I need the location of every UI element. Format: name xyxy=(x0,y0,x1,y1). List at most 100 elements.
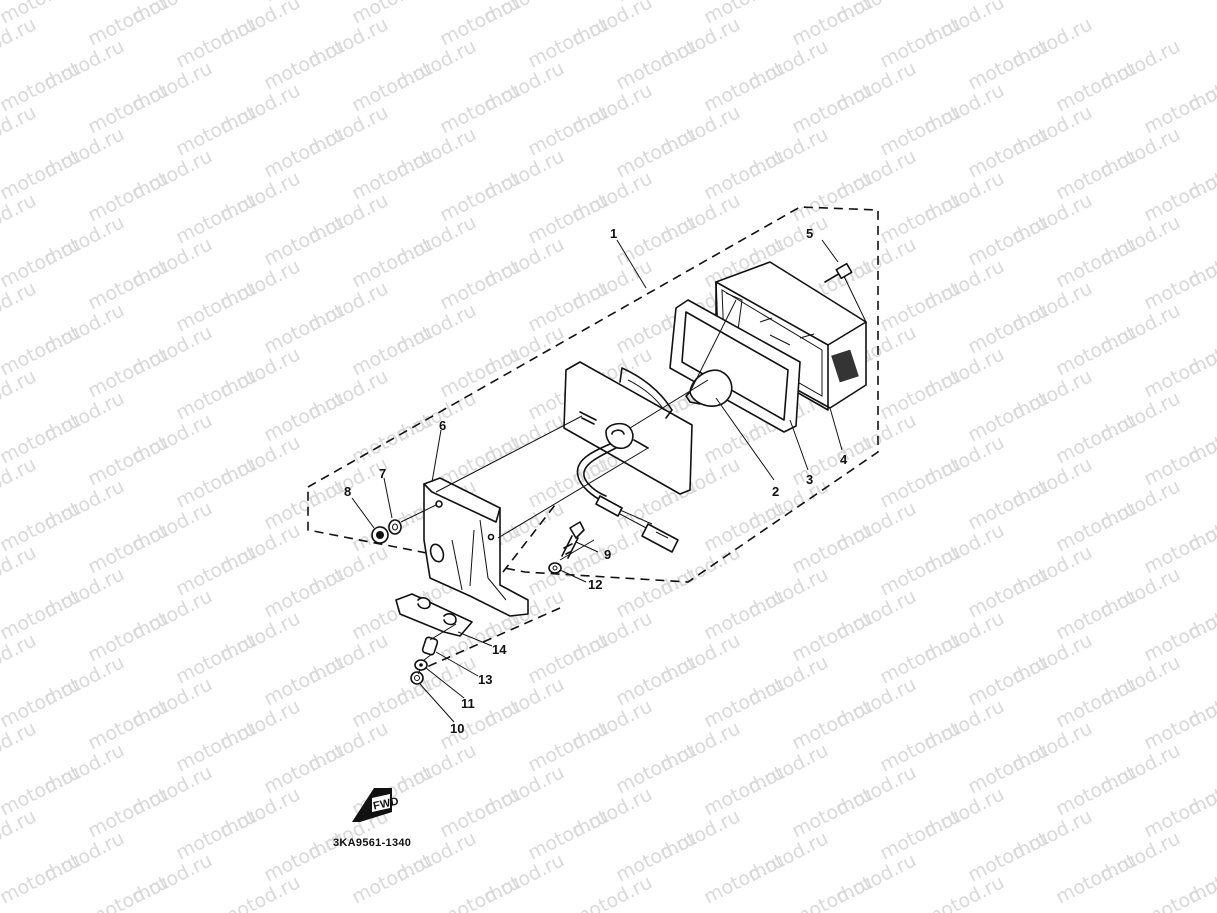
watermark-text: motod.ru xyxy=(1140,783,1217,842)
watermark-text: motod.ru xyxy=(84,0,172,50)
bulb-part-2 xyxy=(685,369,733,407)
callout-4: 4 xyxy=(840,452,848,467)
watermark-text: motod.ru xyxy=(172,365,260,424)
nut-part-10 xyxy=(410,671,424,685)
watermark-text: motod.ru xyxy=(84,871,172,913)
watermark-text: motod.ru xyxy=(260,299,348,358)
watermark-text: motod.ru xyxy=(260,387,348,446)
watermark-text: motod.ru xyxy=(700,585,788,644)
watermark-text: motod.ru xyxy=(84,255,172,314)
watermark-text: motod.ru xyxy=(700,673,788,732)
watermark-text: motod.ru xyxy=(260,475,348,534)
watermark-text: motod.ru xyxy=(1140,255,1217,314)
lamp-base-plate xyxy=(563,361,693,495)
watermark-text: motod.ru xyxy=(1052,673,1140,732)
callout-labels: 1 2 3 4 5 6 7 8 9 10 11 12 13 14 xyxy=(344,226,848,736)
watermark-text: motod.ru xyxy=(1140,431,1217,490)
callout-10: 10 xyxy=(450,721,464,736)
watermark-text: motod.ru xyxy=(348,57,436,116)
watermark-text: motod.ru xyxy=(876,805,964,864)
watermark-text: motod.ru xyxy=(172,717,260,776)
watermark-text: motod.ru xyxy=(920,871,1008,913)
wiring-harness xyxy=(576,443,679,553)
watermark-text: motod.ru xyxy=(436,79,524,138)
callout-6: 6 xyxy=(439,418,446,433)
watermark-text: motod.ru xyxy=(1052,585,1140,644)
watermark-text: motod.ru xyxy=(1140,167,1217,226)
watermark-text: motod.ru xyxy=(172,629,260,688)
nut-part-8 xyxy=(371,526,389,544)
watermark-text: motod.ru xyxy=(612,563,700,622)
callout-8: 8 xyxy=(344,484,351,499)
watermark-text: motod.ru xyxy=(436,167,524,226)
watermark-text: motod.ru xyxy=(172,541,260,600)
watermark-text: motod.ru xyxy=(1140,695,1217,754)
watermark-text: motod.ru xyxy=(1140,519,1217,578)
watermark-text: motod.ru xyxy=(436,343,524,402)
watermark-text: motod.ru xyxy=(172,189,260,248)
watermark-text: motod.ru xyxy=(0,849,84,908)
watermark-text: motod.ru xyxy=(524,717,612,776)
watermark-text: motod.ru xyxy=(964,739,1052,798)
watermark-text: motod.ru xyxy=(1140,343,1217,402)
callout-7: 7 xyxy=(379,466,386,481)
watermark-text: motod.ru xyxy=(964,563,1052,622)
watermark-text: motod.ru xyxy=(260,563,348,622)
watermark-text: motod.ru xyxy=(964,299,1052,358)
watermark-text: motod.ru xyxy=(788,167,876,226)
watermark-text: motod.ru xyxy=(1052,57,1140,116)
watermark-text: motod.ru xyxy=(524,189,612,248)
callout-13: 13 xyxy=(478,672,492,687)
watermark-text: motod.ru xyxy=(524,629,612,688)
watermark-text: motod.ru xyxy=(436,431,524,490)
watermark-text: motod.ru xyxy=(172,13,260,72)
watermark-text: motod.ru xyxy=(0,673,84,732)
watermark-text: motod.ru xyxy=(568,871,656,913)
watermark-text: motod.ru xyxy=(612,651,700,710)
watermark-text: motod.ru xyxy=(1052,321,1140,380)
watermark-text: motod.ru xyxy=(876,717,964,776)
watermark-text: motod.ru xyxy=(0,585,84,644)
fwd-direction-icon: FWD xyxy=(352,788,400,822)
watermark-text: motod.ru xyxy=(964,387,1052,446)
callout-5: 5 xyxy=(806,226,813,241)
watermark-text: motod.ru xyxy=(876,365,964,424)
gasket-part-3 xyxy=(669,299,801,433)
diagram-code: 3KA9561-1340 xyxy=(333,837,411,849)
watermark-text: motod.ru xyxy=(1052,761,1140,820)
watermark-text: motod.ru xyxy=(172,805,260,864)
watermark-text: motod.ru xyxy=(612,827,700,886)
watermark-text: motod.ru xyxy=(1140,607,1217,666)
watermark-text: motod.ru xyxy=(84,695,172,754)
watermark-text: motod.ru xyxy=(436,871,524,913)
callout-14: 14 xyxy=(492,642,507,657)
watermark-text: motod.ru xyxy=(700,57,788,116)
callout-3: 3 xyxy=(806,472,813,487)
collar-part-13 xyxy=(421,636,439,656)
watermark-text: motod.ru xyxy=(876,541,964,600)
watermark-text: motod.ru xyxy=(524,277,612,336)
watermark-text: motod.ru xyxy=(524,805,612,864)
watermark-text: motod.ru xyxy=(348,145,436,204)
watermark-text: motod.ru xyxy=(612,123,700,182)
watermark-text: motod.ru xyxy=(700,761,788,820)
watermark-text: motod.ru xyxy=(700,497,788,556)
watermark-text: motod.ru xyxy=(0,57,84,116)
watermark-text: motod.ru xyxy=(436,783,524,842)
watermark-text: motod.ru xyxy=(260,651,348,710)
watermark-text: motod.ru xyxy=(260,123,348,182)
screw-part-5 xyxy=(824,262,853,283)
watermark-text: motod.ru xyxy=(84,79,172,138)
watermark-text: motod.ru xyxy=(0,233,84,292)
watermark-text: motod.ru xyxy=(84,607,172,666)
watermark-text: motod.ru xyxy=(0,321,84,380)
watermark-text: motod.ru xyxy=(876,13,964,72)
bracket-part-6 xyxy=(423,477,529,617)
watermark-text: motod.ru xyxy=(216,871,304,913)
watermark-text: motod.ru xyxy=(788,607,876,666)
watermark-text: motod.ru xyxy=(84,431,172,490)
watermark-text: motod.ru xyxy=(788,0,876,50)
fwd-label: FWD xyxy=(372,795,400,812)
watermark-text: motod.ru xyxy=(1052,409,1140,468)
